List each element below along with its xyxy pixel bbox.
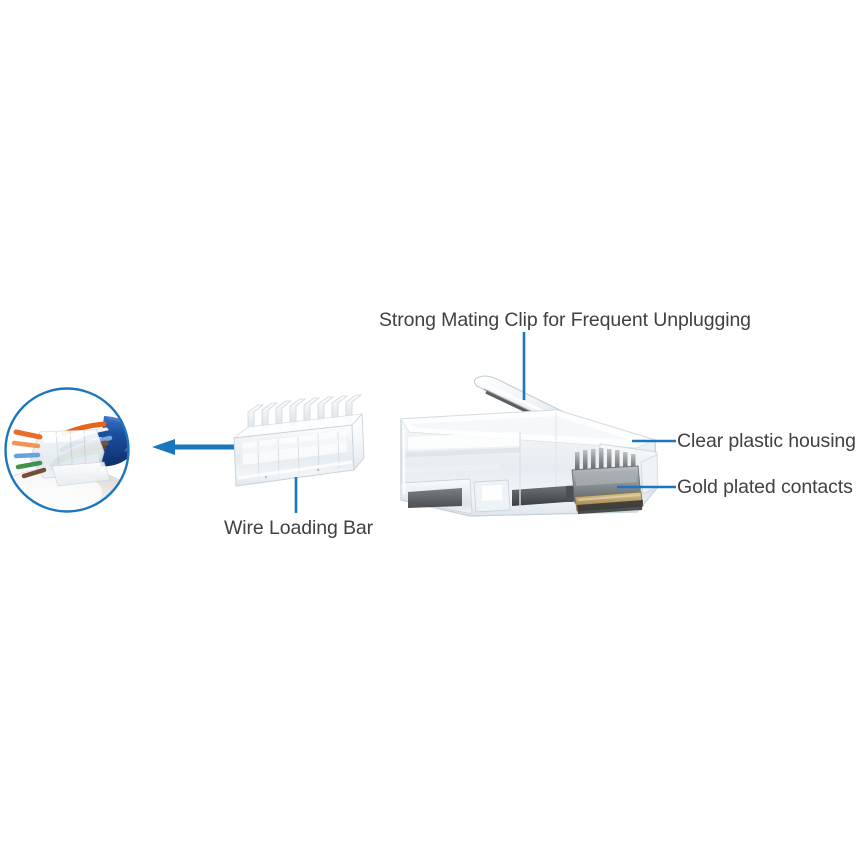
wire-bundle-closeup bbox=[4, 387, 130, 513]
contact-pins bbox=[575, 448, 636, 472]
detail-circle-outline bbox=[4, 387, 130, 513]
label-gold-plated-contacts: Gold plated contacts bbox=[677, 476, 853, 498]
wire-loading-bar-part bbox=[232, 394, 365, 487]
assembly-arrow bbox=[152, 439, 248, 455]
label-wire-loading-bar: Wire Loading Bar bbox=[224, 517, 374, 539]
gold-contacts bbox=[571, 448, 644, 514]
leader-lines bbox=[294, 332, 676, 513]
label-strong-mating-clip: Strong Mating Clip for Frequent Unpluggi… bbox=[379, 309, 751, 331]
label-clear-plastic-housing: Clear plastic housing bbox=[677, 430, 856, 452]
rj45-connector bbox=[400, 375, 659, 517]
